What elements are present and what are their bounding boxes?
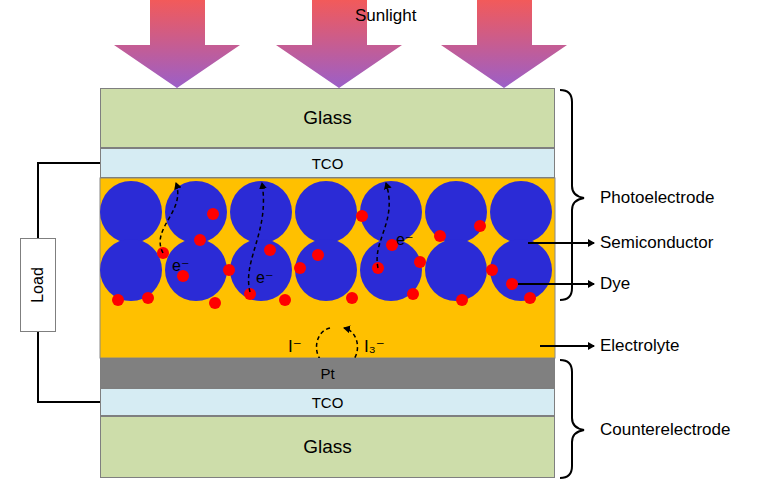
ion-label: I⁻ xyxy=(288,336,302,357)
particle xyxy=(490,239,552,301)
electron-label: e⁻ xyxy=(396,230,413,249)
leader-arrows xyxy=(518,243,594,346)
band-label: TCO xyxy=(312,394,344,411)
dye-dot xyxy=(264,244,276,256)
dye-dot xyxy=(474,220,486,232)
dye-dot xyxy=(456,294,468,306)
dye-dot xyxy=(209,297,221,309)
dye-dot xyxy=(223,264,235,276)
dye-dot xyxy=(506,278,518,290)
particle xyxy=(230,239,292,301)
band-label: Load xyxy=(29,267,47,303)
dye-dot xyxy=(207,208,219,220)
load-box: Load xyxy=(20,238,56,332)
electrolyte-region xyxy=(100,178,555,358)
particle xyxy=(295,181,357,243)
particle xyxy=(100,181,162,243)
dye-dot xyxy=(294,262,306,274)
dye-dot xyxy=(346,292,358,304)
dye-molecules xyxy=(112,208,536,309)
dye-dot xyxy=(194,234,206,246)
dye-dot xyxy=(414,256,426,268)
wire xyxy=(38,332,100,402)
dye-dot xyxy=(486,264,498,276)
semiconductor-particles xyxy=(100,181,552,301)
particle xyxy=(230,181,292,243)
particle xyxy=(165,181,227,243)
tco-band: TCO xyxy=(100,148,555,178)
band-label: TCO xyxy=(312,155,344,172)
band-label: Pt xyxy=(320,365,334,382)
electron-label: e⁻ xyxy=(172,256,189,275)
electron-paths xyxy=(160,183,389,292)
dye-dot xyxy=(112,294,124,306)
particle xyxy=(425,239,487,301)
particle xyxy=(100,239,162,301)
platinum-band: Pt xyxy=(100,358,555,388)
particle xyxy=(425,181,487,243)
band-label: Glass xyxy=(303,107,352,129)
sunlight-label: Sunlight xyxy=(355,6,416,26)
part-label: Semiconductor xyxy=(600,233,713,253)
glass-band: Glass xyxy=(100,416,555,478)
part-label: Electrolyte xyxy=(600,336,679,356)
particle xyxy=(165,239,227,301)
dye-dot xyxy=(279,294,291,306)
wire xyxy=(38,163,100,238)
dye-dot xyxy=(407,288,419,300)
sunlight-arrows xyxy=(114,0,567,88)
dye-dot xyxy=(142,292,154,304)
band-label: Glass xyxy=(303,436,352,458)
particle xyxy=(490,181,552,243)
electron-label: e⁻ xyxy=(256,268,273,287)
glass-band: Glass xyxy=(100,88,555,148)
dye-dot xyxy=(434,230,446,242)
part-label: Dye xyxy=(600,274,630,294)
braces xyxy=(560,90,584,478)
part-label: Photoelectrode xyxy=(600,188,714,208)
dye-dot xyxy=(356,210,368,222)
tco-band: TCO xyxy=(100,388,555,416)
particle xyxy=(295,239,357,301)
part-label: Counterelectrode xyxy=(600,420,730,440)
dye-dot xyxy=(524,292,536,304)
dye-dot xyxy=(312,249,324,261)
ion-label: I₃⁻ xyxy=(364,336,385,357)
particle xyxy=(360,239,422,301)
